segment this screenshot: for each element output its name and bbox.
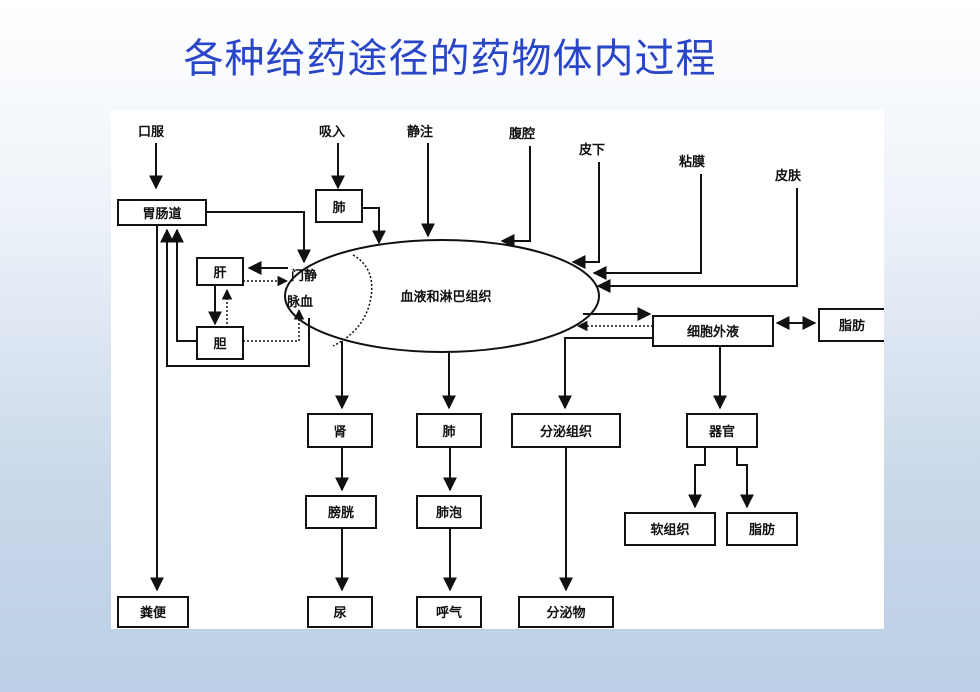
- node-lung-out-label: 肺: [442, 424, 455, 440]
- node-fat-organ-label: 脂肪: [748, 522, 775, 538]
- arrow-ip: [500, 146, 531, 248]
- node-alveoli-label: 肺泡: [436, 505, 462, 521]
- arrow-organ-to-soft: [688, 447, 706, 509]
- diagram-panel: 口服 吸入 静注 腹腔 皮下 粘膜 皮肤 胃肠道 肺 肝 胆 门静 脉血 血液和…: [111, 110, 884, 629]
- node-organ: [686, 413, 758, 448]
- arrow-organ-to-fat: [736, 447, 754, 509]
- node-portal-line2: 脉血: [286, 294, 313, 310]
- node-bile-label: 胆: [213, 337, 226, 352]
- node-liver-label: 肝: [213, 266, 226, 281]
- arrow-skin: [596, 188, 798, 293]
- node-soft-tissue-label: 软组织: [650, 522, 689, 538]
- arrow-lung-to-blood: [362, 207, 386, 245]
- node-soft-tissue: [624, 512, 716, 546]
- node-breath-label: 呼气: [436, 605, 462, 621]
- node-ecf-label: 细胞外液: [687, 324, 739, 340]
- node-blood-lymph: [284, 239, 600, 353]
- node-urine: [307, 596, 373, 628]
- node-secretion: [518, 596, 614, 628]
- arrow-sc: [571, 162, 600, 269]
- route-iv: 静注: [407, 124, 433, 140]
- route-sc: 皮下: [578, 142, 605, 158]
- node-secretion-label: 分泌物: [546, 605, 585, 621]
- node-kidney-label: 肾: [333, 425, 347, 440]
- node-portal-line1: 门静: [291, 268, 317, 284]
- route-oral: 口服: [138, 125, 165, 140]
- node-bladder-label: 膀胱: [327, 505, 354, 521]
- node-blood-lymph-label: 血液和淋巴组织: [400, 289, 491, 305]
- arrow-bile-to-gi: [170, 228, 197, 342]
- arrow-mucosa: [592, 174, 702, 280]
- node-fat-organ: [726, 512, 798, 546]
- node-gi-tract: [117, 199, 207, 226]
- route-ip: 腹腔: [509, 126, 535, 142]
- node-liver: [196, 257, 244, 286]
- node-lung-inhale-label: 肺: [332, 200, 345, 216]
- node-organ-label: 器官: [708, 424, 735, 440]
- node-ecf: [652, 315, 774, 347]
- node-kidney: [307, 413, 373, 448]
- node-feces: [117, 596, 189, 628]
- route-mucosa: 粘膜: [678, 154, 705, 170]
- node-secretory-tissue: [511, 413, 621, 448]
- arrow-gi-to-portal: [206, 211, 311, 264]
- page-title: 各种给药途径的药物体内过程: [183, 36, 717, 82]
- route-skin: 皮肤: [774, 168, 802, 184]
- arrow-ecf-to-secretory: [558, 337, 653, 410]
- route-inhale: 吸入: [319, 125, 345, 140]
- arrow-bile-to-portal: [243, 308, 305, 342]
- flow-diagram: 口服 吸入 静注 腹腔 皮下 粘膜 皮肤 胃肠道 肺 肝 胆 门静 脉血 血液和…: [117, 124, 884, 628]
- node-fat-ecf-label: 脂肪: [838, 318, 865, 334]
- node-secretory-tissue-label: 分泌组织: [540, 424, 592, 440]
- node-bile: [196, 326, 244, 360]
- node-urine-label: 尿: [333, 606, 346, 621]
- arrow-blood-to-gi: [160, 228, 310, 367]
- node-breath: [416, 596, 482, 628]
- node-lung-inhale: [315, 189, 363, 223]
- node-lung-out: [416, 413, 482, 448]
- node-fat-ecf: [818, 308, 884, 342]
- node-feces-label: 粪便: [140, 605, 167, 621]
- node-gi-tract-label: 胃肠道: [142, 206, 181, 222]
- portal-boundary: [332, 254, 373, 347]
